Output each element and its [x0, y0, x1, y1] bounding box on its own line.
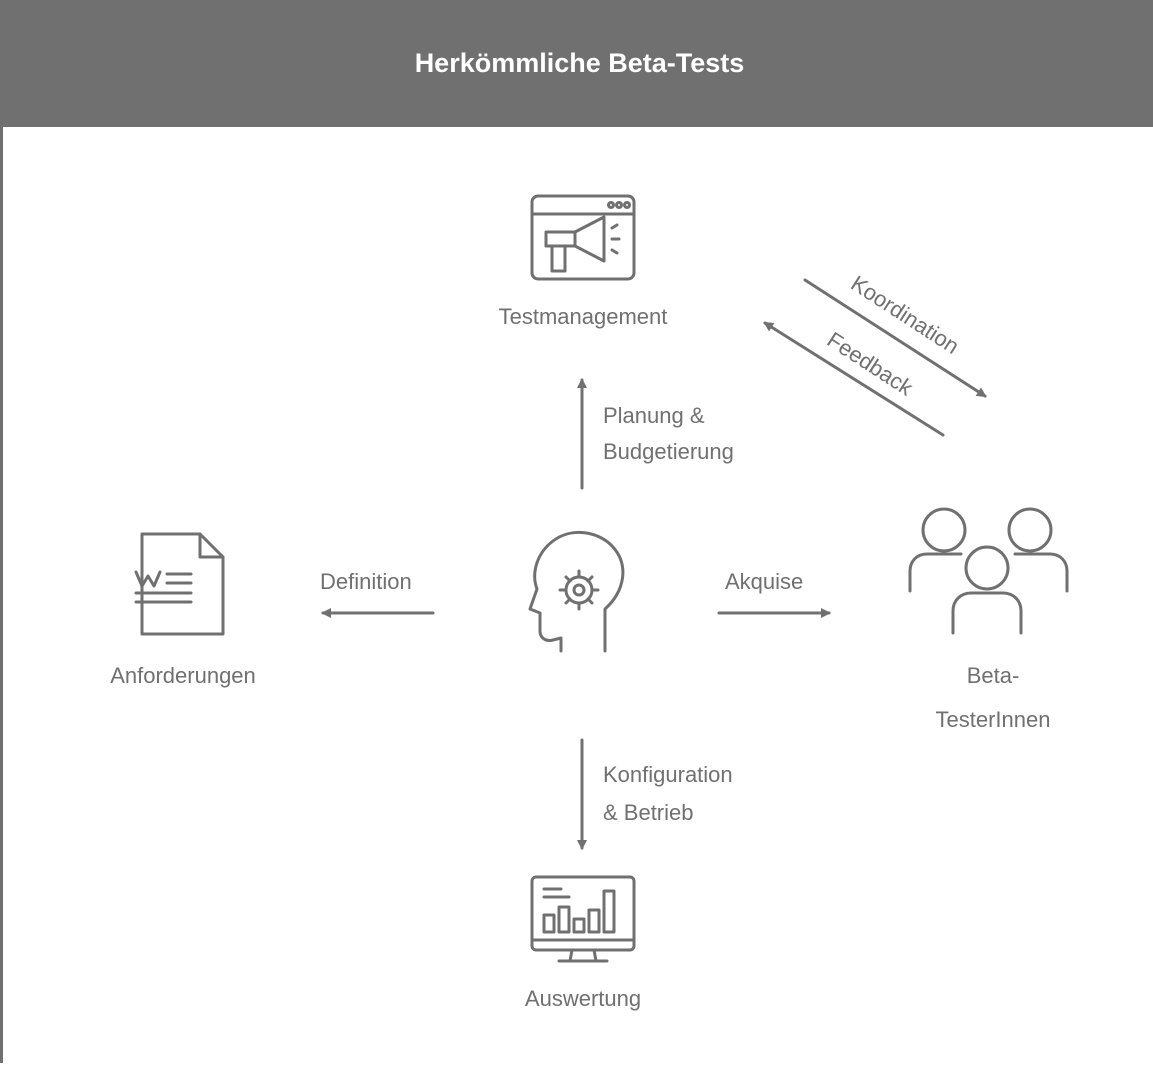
koordination-arrow — [803, 278, 987, 398]
page-title: Herkömmliche Beta-Tests — [414, 47, 745, 78]
monitor-bar-chart-icon — [530, 875, 636, 963]
user-group-icon — [908, 507, 1069, 635]
megaphone-browser-icon — [530, 194, 636, 281]
definition-label: Definition — [320, 569, 412, 594]
auswertung-label: Auswertung — [524, 986, 642, 1011]
beta-testers-label-line1: Beta- — [966, 663, 1020, 688]
konfiguration-label-line1: Konfiguration — [603, 762, 733, 787]
beta-testers-label-line2: TesterInnen — [935, 707, 1051, 732]
header-bar: Herkömmliche Beta-Tests — [3, 3, 1153, 127]
testmanagement-label: Testmanagement — [498, 304, 668, 329]
word-document-icon — [134, 532, 225, 636]
planung-label-line1: Planung & — [603, 403, 705, 428]
feedback-arrow — [763, 321, 945, 437]
head-gear-icon — [528, 530, 625, 653]
planung-label-line2: Budgetierung — [603, 439, 734, 464]
diagram-canvas: Koordination Feedback — [134, 194, 1069, 963]
akquise-label: Akquise — [725, 569, 804, 594]
konfiguration-label-line2: & Betrieb — [603, 800, 694, 825]
anforderungen-label: Anforderungen — [110, 663, 256, 688]
